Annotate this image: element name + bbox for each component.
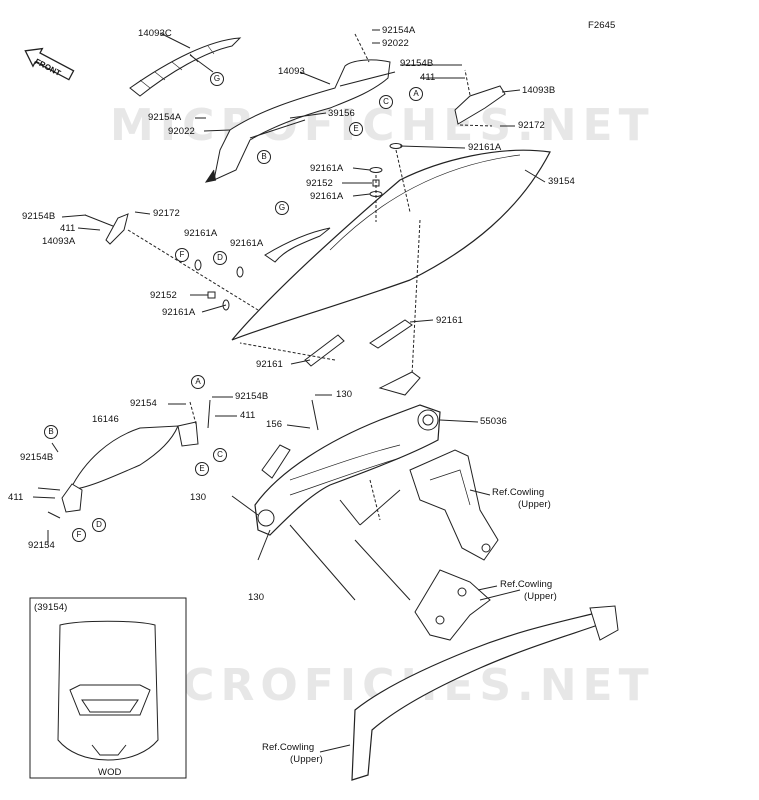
part-55036-frame — [254, 404, 441, 536]
part-label-14093B: 14093B — [522, 85, 556, 96]
callout-G-top: G — [210, 72, 224, 86]
part-label-92161-right: 92161 — [436, 315, 463, 326]
part-label-92172-left: 92172 — [153, 208, 180, 219]
part-label-130-c: 130 — [248, 592, 265, 603]
inset-windshield-view — [57, 620, 159, 761]
part-label-92161A-l1: 92161A — [184, 228, 218, 239]
part-label-411-lo: 411 — [8, 492, 24, 503]
figure-code: F2645 — [588, 20, 616, 31]
part-16146-shape — [69, 425, 179, 491]
part-label-92152-l: 92152 — [150, 290, 177, 301]
callout-F-lo: F — [72, 528, 86, 542]
part-label-92154A-top: 92154A — [382, 25, 416, 36]
part-cowling-stay — [351, 611, 614, 781]
callout-B-lo: B — [44, 425, 58, 439]
part-label-39156: 39156 — [328, 108, 355, 119]
ref-cowling-2: Ref.Cowling — [500, 579, 553, 590]
part-label-92154B-top: 92154B — [400, 58, 434, 69]
part-label-92161A-l2: 92161A — [230, 238, 264, 249]
part-label-92154B-lo: 92154B — [20, 452, 54, 463]
part-label-411-mid: 411 — [240, 410, 256, 421]
part-label-92022-left: 92022 — [168, 126, 195, 137]
ref-cowling-3-sub: (Upper) — [290, 754, 323, 765]
ref-cowling-2-sub: (Upper) — [524, 591, 557, 602]
watermark-top: MICROFICHES.NET — [110, 100, 655, 151]
part-bracket-right — [409, 449, 499, 561]
part-label-92154B-left: 92154B — [22, 211, 56, 222]
part-92161-right — [369, 319, 413, 349]
part-14093B-shape — [454, 85, 506, 125]
part-label-92154B-mid: 92154B — [235, 391, 269, 402]
part-label-14093A: 14093A — [42, 236, 76, 247]
callout-G-shield: G — [275, 201, 289, 215]
part-label-92022-top: 92022 — [382, 38, 409, 49]
part-39154-shape — [231, 149, 551, 341]
callout-D-lo: D — [92, 518, 106, 532]
part-label-92161A-l3: 92161A — [162, 307, 196, 318]
part-label-92154-mid: 92154 — [130, 398, 157, 409]
ref-cowling-1: Ref.Cowling — [492, 487, 545, 498]
callout-E-top: E — [349, 122, 363, 136]
part-label-92161A-r1: 92161A — [310, 163, 344, 174]
part-label-92161-bottom: 92161 — [256, 359, 283, 370]
part-14093-shape — [213, 59, 391, 181]
callout-D-left: D — [213, 251, 227, 265]
part-label-14093C: 14093C — [138, 28, 172, 39]
part-label-92161A-r0: 92161A — [468, 142, 502, 153]
part-label-92152-r: 92152 — [306, 178, 333, 189]
part-label-92161A-r2: 92161A — [310, 191, 344, 202]
ref-cowling-3: Ref.Cowling — [262, 742, 315, 753]
part-label-39154: 39154 — [548, 176, 575, 187]
part-label-411-top: 411 — [420, 72, 436, 83]
part-label-92172-top: 92172 — [518, 120, 545, 131]
part-92161-bottom — [304, 334, 345, 367]
inset-title: (39154) — [34, 602, 68, 613]
part-label-16146: 16146 — [92, 414, 119, 425]
part-label-14093: 14093 — [278, 66, 305, 77]
front-arrow-icon — [24, 47, 75, 81]
callout-E-mid: E — [195, 462, 209, 476]
callout-C-top: C — [379, 95, 393, 109]
ref-cowling-1-sub: (Upper) — [518, 499, 551, 510]
part-label-130-a: 130 — [336, 389, 353, 400]
part-label-55036: 55036 — [480, 416, 507, 427]
part-label-92154A-left: 92154A — [148, 112, 182, 123]
part-label-92154-lo: 92154 — [28, 540, 55, 551]
callout-A-top: A — [409, 87, 423, 101]
callout-F-left: F — [175, 248, 189, 262]
part-label-156: 156 — [266, 419, 283, 430]
inset-caption: WOD — [98, 767, 122, 778]
part-label-411-left: 411 — [60, 223, 76, 234]
callout-B-top: B — [257, 150, 271, 164]
part-label-130-b: 130 — [190, 492, 207, 503]
part-14093C-shape — [129, 37, 242, 97]
part-14093A-shape — [105, 213, 129, 245]
callout-C-mid: C — [213, 448, 227, 462]
callout-A-mid: A — [191, 375, 205, 389]
